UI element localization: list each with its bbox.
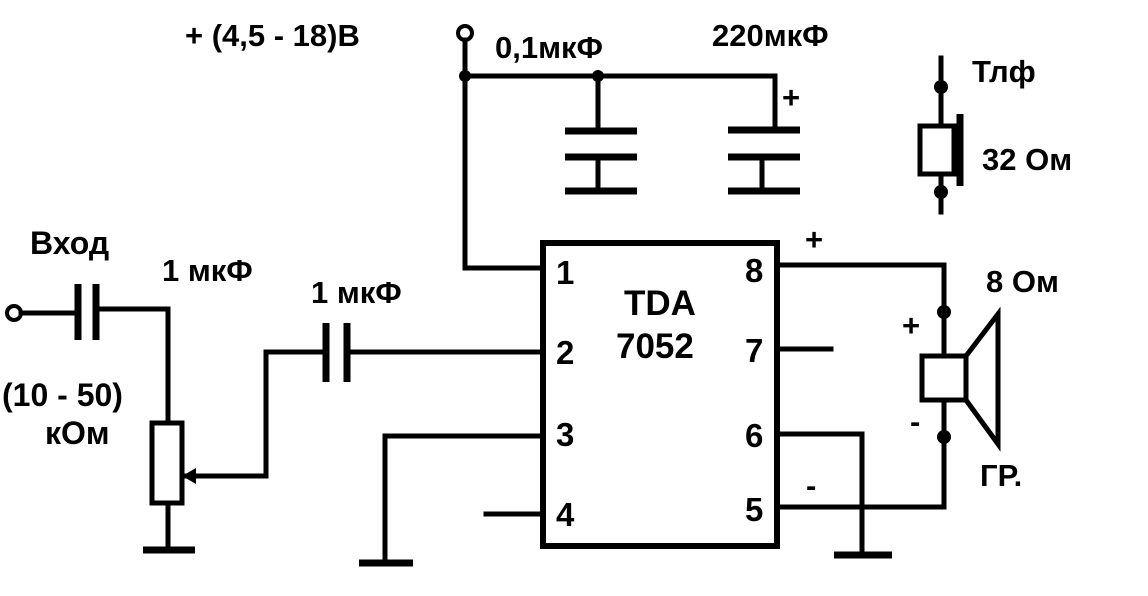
supply-label: + (4,5 - 18)В — [185, 18, 360, 53]
phone-impedance-label: 32 Ом — [982, 142, 1072, 177]
pin6-ground — [774, 431, 892, 559]
capacitor-0-1uf — [565, 73, 637, 195]
cap-bulk-polarity: + — [782, 80, 800, 115]
pin-3-label: 3 — [556, 416, 574, 453]
potentiometer — [143, 349, 326, 554]
loudspeaker — [919, 305, 1001, 452]
pin8-polarity: + — [805, 222, 823, 257]
input-terminal — [5, 304, 77, 322]
pin-5-label: 5 — [745, 491, 763, 528]
speaker-label: ГР. — [980, 458, 1022, 493]
pin-4-label: 4 — [556, 496, 575, 533]
phone-label: Тлф — [972, 54, 1036, 89]
pot-value-line2: кОм — [45, 415, 110, 451]
pin-6-label: 6 — [745, 417, 763, 454]
pin-7-label: 7 — [745, 332, 763, 369]
speaker-minus-label: - — [910, 404, 920, 439]
cap-bulk-label: 220мкФ — [712, 18, 829, 53]
capacitor-220uf — [728, 126, 800, 195]
pin-1-label: 1 — [556, 254, 574, 291]
supply-terminal — [456, 24, 474, 82]
pin2-cap-label: 1 мкФ — [311, 275, 402, 310]
supply-rail — [462, 70, 778, 271]
ic-name-line1: TDA — [624, 284, 696, 323]
pin2-capacitor — [322, 323, 546, 382]
headphone — [917, 55, 964, 215]
ic-tda7052 — [540, 240, 780, 549]
input-label: Вход — [30, 225, 109, 261]
pin5-polarity: - — [806, 468, 816, 503]
input-cap-label: 1 мкФ — [162, 253, 253, 288]
pin-2-label: 2 — [556, 334, 574, 371]
input-capacitor — [74, 284, 171, 426]
cap-decoupling-label: 0,1мкФ — [495, 30, 603, 65]
ic-name-line2: 7052 — [616, 327, 694, 366]
output-wiring — [774, 262, 947, 510]
speaker-plus-label: + — [902, 308, 920, 343]
speaker-impedance-label: 8 Ом — [986, 264, 1059, 299]
pin-8-label: 8 — [745, 252, 763, 289]
pot-value-line1: (10 - 50) — [2, 377, 123, 413]
pin3-ground — [359, 433, 546, 567]
